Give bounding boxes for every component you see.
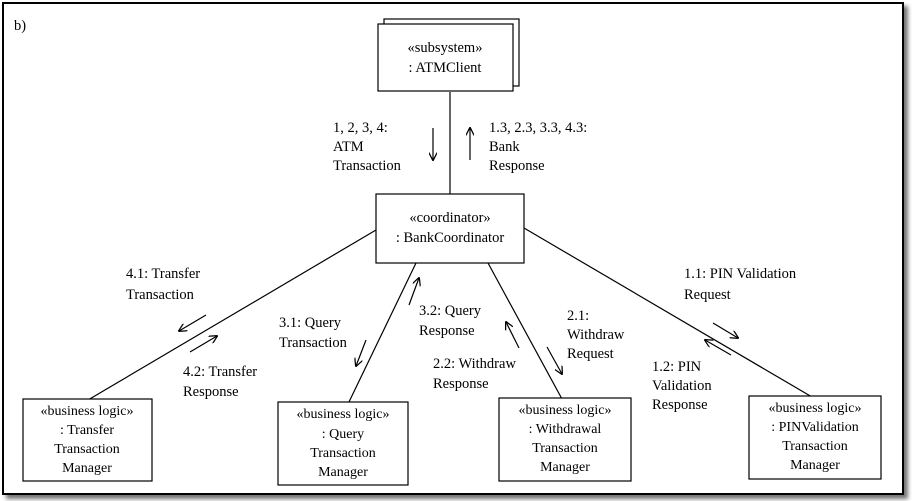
atm-client-node: «subsystem» : ATMClient	[377, 18, 520, 92]
msg-atm-transaction-line-3: Transaction	[333, 158, 402, 174]
pin-line-2: Transaction	[782, 439, 848, 454]
msg-withdraw-request-line-2: Withdraw	[567, 327, 625, 343]
pin-line-3: Manager	[790, 458, 840, 473]
atm-client-name: : ATMClient	[409, 60, 482, 76]
withdrawal-line-2: Transaction	[532, 441, 598, 456]
query-stereotype: «business logic»	[297, 407, 390, 422]
query-line-1: : Query	[322, 427, 364, 442]
msg-atm-transaction-line-1: 1, 2, 3, 4:	[333, 120, 388, 136]
panel-label: b)	[14, 18, 26, 34]
pin-validation-manager-node: «business logic» : PINValidation Transac…	[748, 395, 882, 480]
msg-transfer-transaction: 4.1: Transfer Transaction	[126, 266, 200, 303]
msg-withdraw-response: 2.2: Withdraw Response	[433, 356, 516, 392]
msg-bank-response-line-3: Response	[489, 158, 545, 174]
msg-query-response: 3.2: Query Response	[419, 303, 482, 339]
msg-query-response-line-2: Response	[419, 323, 475, 339]
link-coordinator-transfer	[87, 229, 377, 401]
msg-transfer-response-line-2: Response	[183, 384, 239, 400]
msg-withdraw-request-line-1: 2.1:	[567, 308, 589, 324]
transfer-stereotype: «business logic»	[41, 404, 134, 419]
msg-bank-response-line-2: Bank	[489, 139, 520, 155]
link-coordinator-withdrawal	[487, 262, 563, 400]
msg-atm-transaction: 1, 2, 3, 4: ATM Transaction	[333, 120, 402, 174]
msg-pin-request: 1.1: PIN Validation Request	[684, 266, 797, 303]
withdrawal-manager-node: «business logic» : Withdrawal Transactio…	[498, 397, 632, 482]
arrow-pin-request-icon	[712, 322, 738, 338]
msg-transfer-response: 4.2: Transfer Response	[183, 364, 257, 400]
atm-client-stereotype: «subsystem»	[408, 40, 483, 56]
query-line-2: Transaction	[310, 446, 376, 461]
msg-query-transaction: 3.1: Query Transaction	[279, 315, 348, 351]
query-line-3: Manager	[318, 465, 368, 480]
transfer-line-2: Transaction	[54, 442, 120, 457]
transfer-line-1: : Transfer	[60, 423, 114, 438]
arrow-transfer-request-icon	[179, 314, 207, 331]
msg-withdraw-request: 2.1: Withdraw Request	[567, 308, 625, 362]
msg-transfer-response-line-1: 4.2: Transfer	[183, 364, 257, 380]
msg-transfer-transaction-line-1: 4.1: Transfer	[126, 266, 200, 282]
coordinator-name: : BankCoordinator	[396, 230, 505, 246]
transfer-line-3: Manager	[62, 461, 112, 476]
msg-withdraw-request-line-3: Request	[567, 346, 614, 362]
link-coordinator-query	[347, 262, 417, 405]
msg-withdraw-response-line-1: 2.2: Withdraw	[433, 356, 516, 372]
transfer-manager-node: «business logic» : Transfer Transaction …	[22, 398, 153, 482]
msg-pin-response: 1.2: PIN Validation Response	[652, 359, 712, 413]
bank-coordinator-node: «coordinator» : BankCoordinator	[375, 193, 525, 264]
msg-atm-transaction-line-2: ATM	[333, 139, 364, 155]
msg-pin-request-line-1: 1.1: PIN Validation	[684, 266, 797, 282]
link-coordinator-pin	[523, 227, 813, 398]
msg-pin-request-line-2: Request	[684, 287, 731, 303]
arrow-query-request-icon	[356, 339, 367, 366]
arrow-withdraw-request-icon	[546, 346, 562, 374]
msg-withdraw-response-line-2: Response	[433, 376, 489, 392]
pin-line-1: : PINValidation	[771, 420, 859, 435]
coordinator-stereotype: «coordinator»	[409, 210, 490, 226]
arrow-query-response-icon	[408, 278, 419, 306]
arrow-withdraw-response-icon	[506, 322, 520, 349]
withdrawal-line-1: : Withdrawal	[529, 422, 602, 437]
msg-bank-response-line-1: 1.3, 2.3, 3.3, 4.3:	[489, 120, 587, 136]
msg-bank-response: 1.3, 2.3, 3.3, 4.3: Bank Response	[489, 120, 587, 174]
msg-pin-response-line-1: 1.2: PIN	[652, 359, 702, 375]
withdrawal-line-3: Manager	[540, 460, 590, 475]
msg-transfer-transaction-line-2: Transaction	[126, 287, 195, 303]
arrow-transfer-response-icon	[189, 336, 217, 353]
msg-pin-response-line-3: Response	[652, 397, 708, 413]
msg-query-response-line-1: 3.2: Query	[419, 303, 482, 319]
msg-query-transaction-line-2: Transaction	[279, 335, 348, 351]
withdrawal-stereotype: «business logic»	[519, 403, 612, 418]
pin-stereotype: «business logic»	[769, 401, 862, 416]
arrow-pin-response-icon	[705, 340, 732, 356]
msg-query-transaction-line-1: 3.1: Query	[279, 315, 342, 331]
msg-pin-response-line-2: Validation	[652, 378, 712, 394]
query-manager-node: «business logic» : Query Transaction Man…	[277, 401, 409, 486]
